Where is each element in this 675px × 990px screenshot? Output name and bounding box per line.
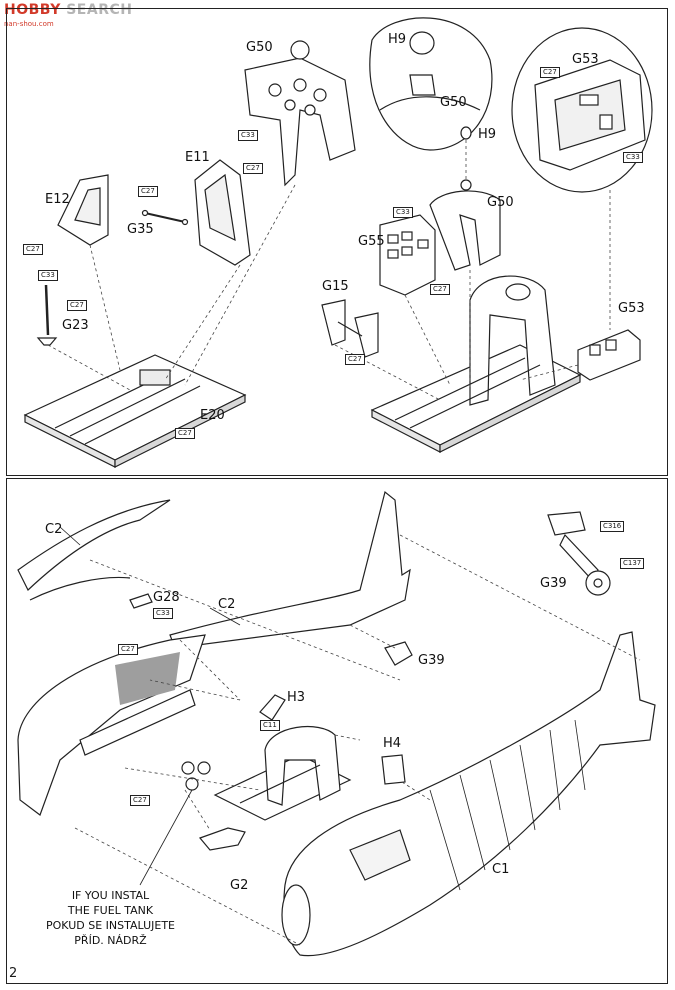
label-c2-a: C2: [45, 522, 63, 537]
label-g15: G15: [322, 279, 349, 294]
note-line: POKUD SE INSTALUJETE: [46, 919, 175, 932]
color-tag-c11: C11: [260, 720, 280, 731]
windscreen-h4-drawing: [381, 754, 406, 785]
color-tag-c27: C27: [243, 163, 263, 174]
page-number: 2: [9, 966, 18, 981]
label-c2-b: C2: [218, 597, 236, 612]
label-e20: E20: [200, 408, 225, 423]
fuselage-half-c1-drawing: [281, 631, 656, 957]
optional-parts-symbols: [181, 761, 211, 791]
note-line: THE FUEL TANK: [67, 904, 154, 917]
fuselage-half-c2-lower-drawing: [17, 634, 206, 816]
color-tag-c33: C33: [38, 270, 58, 281]
label-g50-a: G50: [246, 40, 273, 55]
label-h9-b: H9: [478, 127, 497, 142]
label-g35: G35: [127, 222, 154, 237]
cockpit-assembled-drawing: [370, 275, 582, 453]
label-g53-a: G53: [572, 52, 599, 67]
label-h4: H4: [383, 736, 402, 751]
label-e11: E11: [185, 150, 210, 165]
color-tag-c27: C27: [138, 186, 158, 197]
color-tag-c27: C27: [118, 644, 138, 655]
color-tag-c27: C27: [540, 67, 560, 78]
fuel-tank-note: IF YOU INSTAL THE FUEL TANK POKUD SE INS…: [46, 888, 175, 948]
color-tag-c27: C27: [345, 354, 365, 365]
label-e12: E12: [45, 192, 70, 207]
label-g39-b: G39: [540, 576, 567, 591]
seat-e12-drawing: [57, 174, 109, 246]
color-tag-c27: C27: [430, 284, 450, 295]
console-g55-drawing: [379, 214, 436, 296]
cockpit-module-drawing: [213, 726, 352, 821]
color-tag-c33: C33: [623, 152, 643, 163]
note-line: PŘÍD. NÁDRŽ: [74, 934, 147, 947]
label-g50-c: G50: [487, 195, 514, 210]
label-g28: G28: [153, 590, 180, 605]
tail-wheel-g39-drawing: [547, 511, 611, 596]
rudder-pedals-g15-drawing: [321, 299, 379, 358]
watermark-logo: HOBBY SEARCH: [4, 2, 133, 18]
part-g2-drawing: [198, 827, 246, 851]
label-g50-b: G50: [440, 95, 467, 110]
color-tag-c33: C33: [153, 608, 173, 619]
lever-g35-drawing: [141, 209, 189, 226]
color-tag-c33: C33: [238, 130, 258, 141]
label-g53-b: G53: [618, 301, 645, 316]
note-line: IF YOU INSTAL: [71, 889, 150, 902]
label-g55: G55: [358, 234, 385, 249]
panel-g50-right-drawing: [429, 126, 501, 271]
label-g39-a: G39: [418, 653, 445, 668]
label-h9-a: H9: [388, 32, 407, 47]
color-tag-c27: C27: [130, 795, 150, 806]
instrument-panel-g50-drawing: [244, 40, 356, 187]
label-g23: G23: [62, 318, 89, 333]
part-g39-small-drawing: [384, 641, 413, 666]
cockpit-assembly-panel: [6, 8, 668, 476]
side-console-g53-drawing: [577, 329, 641, 381]
part-g28-drawing: [129, 593, 153, 609]
seat-back-e11-drawing: [194, 159, 251, 266]
label-g2: G2: [230, 878, 249, 893]
detail-circle-h9-drawing: [369, 17, 493, 151]
color-tag-c27: C27: [67, 300, 87, 311]
color-tag-c27: C27: [175, 428, 195, 439]
color-tag-c27: C27: [23, 244, 43, 255]
watermark-url: nan-shou.com: [4, 20, 54, 28]
canopy-h3-drawing: [259, 694, 286, 721]
fuselage-half-c2-drawing: [169, 490, 411, 649]
stick-g23-drawing: [36, 284, 58, 346]
fuselage-assembly-panel: [6, 478, 668, 984]
label-c1: C1: [492, 862, 510, 877]
color-tag-c316: C316: [600, 521, 625, 532]
color-tag-c137: C137: [620, 558, 645, 569]
label-h3: H3: [287, 690, 306, 705]
fuselage-half-c2-upper-drawing: [17, 499, 171, 601]
color-tag-c33: C33: [393, 207, 413, 218]
